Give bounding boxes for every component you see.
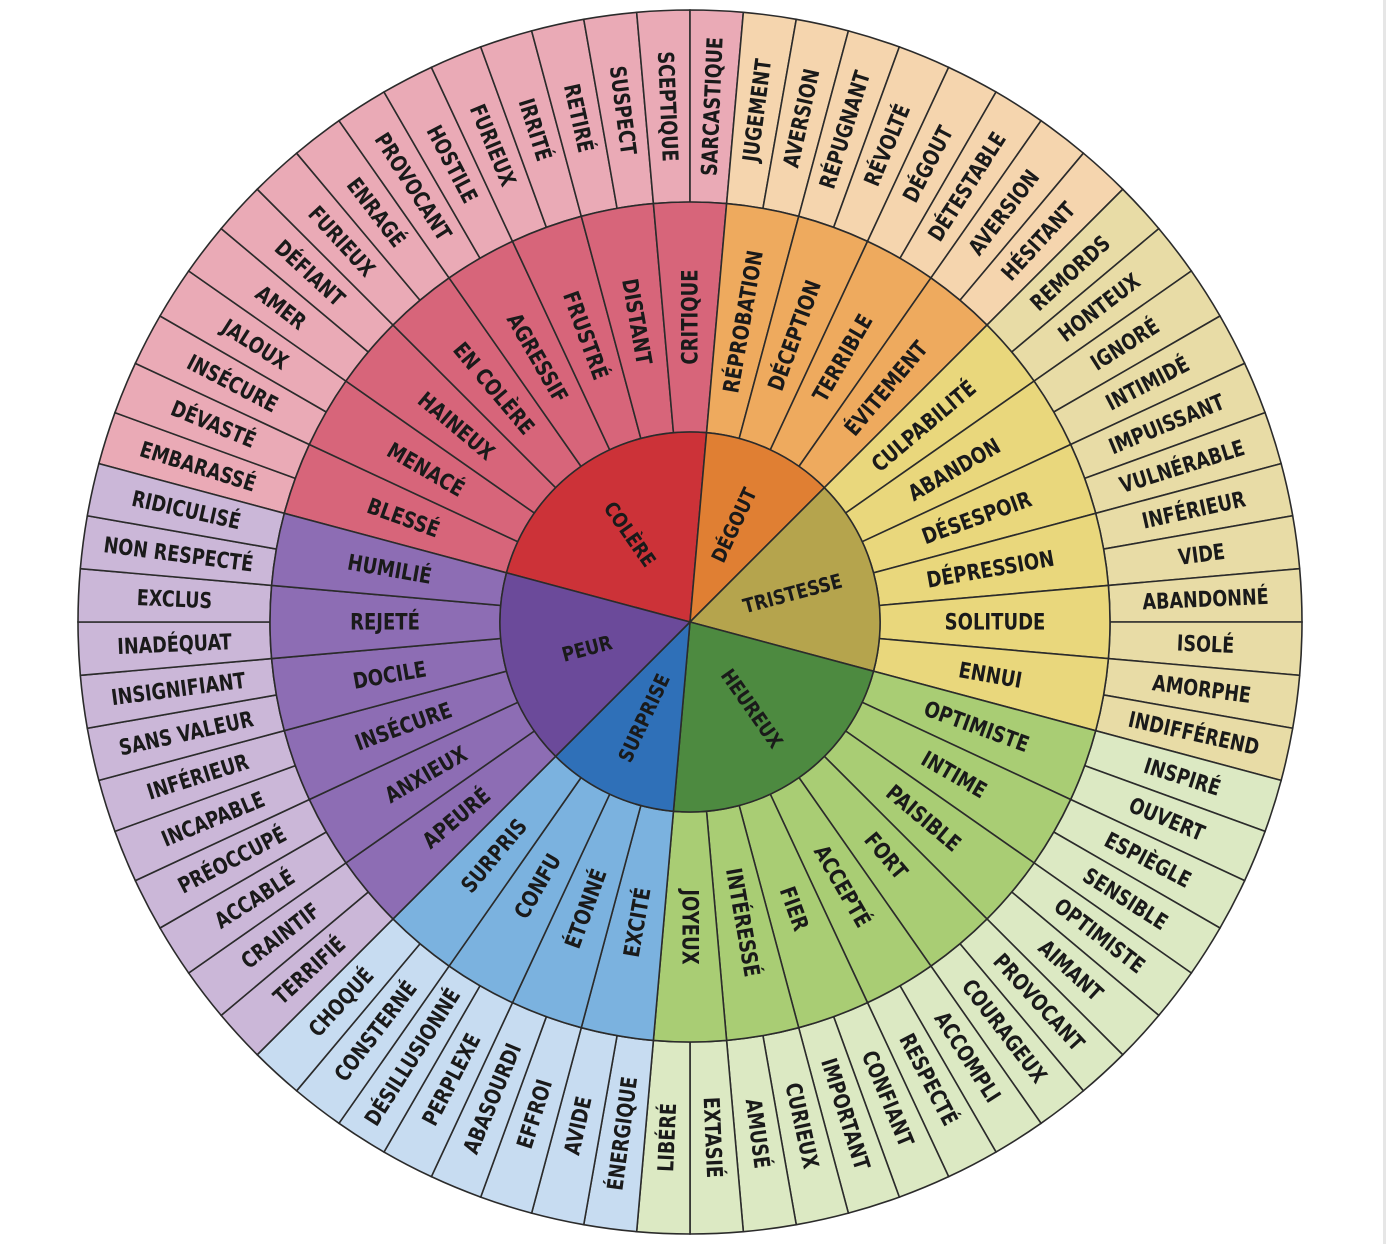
core-emotion-wedge	[554, 619, 691, 813]
outer-emotion-label: EXCLUS	[136, 585, 212, 614]
middle-emotion-label: SOLITUDE	[945, 609, 1046, 635]
core-emotion-wedge	[689, 431, 826, 625]
outer-emotion-label: ISOLÉ	[1176, 631, 1234, 659]
outer-emotion-label: VIDE	[1177, 539, 1227, 570]
core-emotion-wedge	[688, 486, 881, 673]
outer-ring: EMBARASSÉDÉVASTÉINSÉCUREJALOUXAMERDÉFIAN…	[77, 9, 1303, 1235]
middle-emotion-label: REJETÉ	[350, 609, 420, 635]
outer-emotion-label: INADÉQUAT	[117, 629, 233, 659]
middle-emotion-label: CRITIQUE	[677, 269, 703, 364]
outer-emotion-label: LIBÉRÉ	[653, 1103, 681, 1173]
core-emotion-wedge	[505, 431, 708, 624]
page-edge	[1383, 0, 1386, 1244]
outer-emotion-label: SARCASTIQUE	[697, 37, 728, 177]
core-emotion-wedge	[672, 620, 875, 813]
outer-emotion-label: ABANDONNÉ	[1142, 584, 1269, 615]
outer-emotion-label: EXTASIÉ	[698, 1096, 727, 1178]
core-emotion-wedge	[499, 571, 692, 758]
middle-emotion-label: JOYEUX	[677, 888, 703, 966]
outer-emotion-label: SCEPTIQUE	[652, 51, 682, 162]
